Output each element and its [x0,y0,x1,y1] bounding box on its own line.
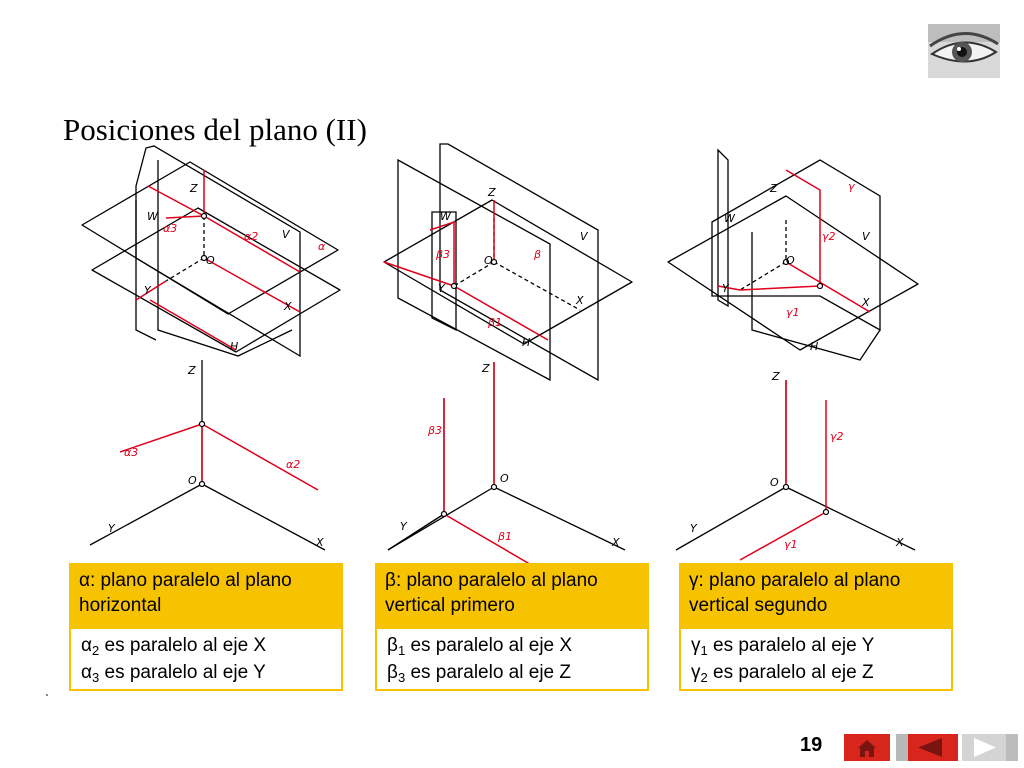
label-x: X [861,296,870,309]
label-gamma1: γ1 [784,538,798,551]
page-number: 19 [800,734,823,756]
next-button[interactable] [962,734,1018,761]
label-alpha2: α2 [244,230,258,243]
gamma-epure [675,380,916,551]
card-head: β: plano paralelo al plano vertical prim… [375,563,649,627]
stray-dot [46,694,48,696]
card-beta: β: plano paralelo al plano vertical prim… [375,563,649,691]
label-z: Z [187,364,196,377]
label-beta1: β1 [487,316,502,329]
label-x: X [575,294,584,307]
page-title: Posiciones del plano (II) [63,112,367,147]
gamma-3d-diagram [667,148,919,361]
prev-arrow-icon [918,738,942,757]
label-z: Z [771,370,780,383]
label-o: O [206,254,215,267]
alpha-3d-diagram [81,145,341,358]
label-gamma: γ [848,180,855,193]
label-z: Z [189,182,198,195]
next-arrow-icon [974,738,996,757]
label-x: X [611,536,620,549]
card-alpha: α: plano paralelo al plano horizontal α2… [69,563,343,691]
label-v: V [862,230,871,243]
label-y: Y [438,282,446,295]
label-v: V [580,230,589,243]
beta-epure [387,362,626,551]
label-alpha3: α3 [124,446,138,459]
prev-button[interactable] [896,734,958,761]
label-y: Y [722,282,730,295]
label-x: X [283,300,292,313]
card-body: α2 es paralelo al eje X α3 es paralelo a… [69,627,343,691]
label-w: W [440,210,452,223]
label-gamma2: γ2 [830,430,844,443]
card-head: γ: plano paralelo al plano vertical segu… [679,563,953,627]
label-w: W [147,210,159,223]
label-o: O [484,254,493,267]
beta-3d-diagram [383,143,633,382]
label-h: H [522,336,530,349]
label-o: O [786,254,795,267]
label-y: Y [400,520,408,533]
label-o: O [500,472,509,485]
card-gamma: γ: plano paralelo al plano vertical segu… [679,563,953,691]
label-h: H [230,340,238,353]
label-v: V [282,228,291,241]
label-gamma2: γ2 [822,230,836,243]
label-gamma1: γ1 [786,306,800,319]
label-beta3: β3 [435,248,450,261]
label-alpha3: α3 [163,222,177,235]
eye-icon [928,24,1000,78]
label-o: O [770,476,779,489]
label-h: H [810,340,818,353]
label-y: Y [144,284,152,297]
label-o: O [188,474,197,487]
home-icon [858,740,876,757]
label-z: Z [769,182,778,195]
label-beta1: β1 [497,530,512,543]
label-x: X [895,536,904,549]
label-x: X [315,536,324,549]
label-y: Y [108,522,116,535]
label-w: W [724,212,736,225]
label-alpha: α [318,240,326,253]
card-body: γ1 es paralelo al eje Y γ2 es paralelo a… [679,627,953,691]
home-button[interactable] [844,734,890,761]
label-z: Z [487,186,496,199]
label-alpha2: α2 [286,458,300,471]
projection-diagrams: Z W α3 α2 V α O Y X H Z α3 α2 O Y X Z W … [81,143,919,571]
label-beta: β [533,248,541,261]
label-beta3: β3 [427,424,442,437]
label-y: Y [690,522,698,535]
card-body: β1 es paralelo al eje X β3 es paralelo a… [375,627,649,691]
label-z: Z [481,362,490,375]
card-head: α: plano paralelo al plano horizontal [69,563,343,627]
